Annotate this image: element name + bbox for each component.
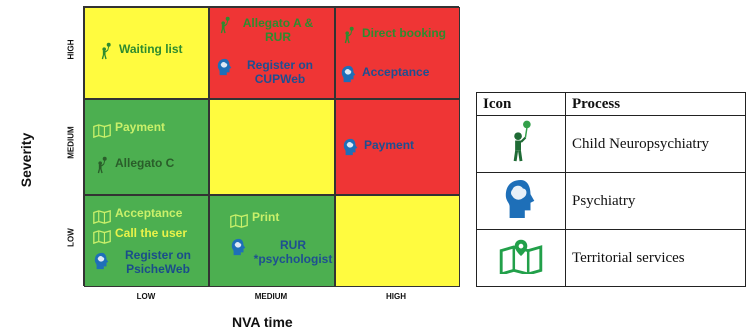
child-figure-icon bbox=[344, 26, 354, 44]
cell-item-label: Register on CUPWeb bbox=[246, 58, 313, 86]
cell-item-label: Acceptance bbox=[115, 206, 183, 220]
brain-head-icon bbox=[505, 179, 535, 218]
cell-high-severity-low-nva: Waiting list bbox=[84, 7, 209, 99]
cell-item: Direct booking bbox=[340, 26, 446, 44]
cell-item: Waiting list bbox=[97, 42, 183, 60]
cell-item-label: Payment bbox=[115, 120, 166, 134]
cell-medium-severity-medium-nva bbox=[209, 99, 335, 195]
cell-item: Register on PsicheWeb bbox=[93, 248, 201, 276]
child-figure-icon bbox=[101, 42, 111, 60]
y-tick-high: HIGH bbox=[66, 39, 76, 60]
cell-high-severity-medium-nva: Allegato A & RUR Register on CUPWeb bbox=[209, 7, 335, 99]
legend-icon-cell bbox=[476, 229, 566, 287]
child-figure-icon bbox=[220, 16, 230, 34]
cell-item-label: Allegato A & RUR bbox=[242, 16, 314, 44]
x-axis-title: NVA time bbox=[232, 314, 293, 330]
legend-process-label: Territorial services bbox=[565, 229, 746, 287]
cell-item-label: Acceptance bbox=[362, 65, 430, 79]
cell-low-severity-medium-nva: Print RUR *psychologist bbox=[209, 195, 335, 287]
y-tick-low: LOW bbox=[66, 228, 76, 247]
cell-item-label: Waiting list bbox=[119, 42, 183, 56]
cell-item: Print bbox=[230, 210, 279, 228]
legend-process-label: Psychiatry bbox=[565, 172, 746, 230]
map-pin-icon bbox=[93, 124, 111, 138]
y-axis-title: Severity bbox=[18, 132, 34, 188]
cell-medium-severity-high-nva: Payment bbox=[335, 99, 460, 195]
brain-head-icon bbox=[231, 238, 246, 256]
brain-head-icon bbox=[343, 138, 358, 156]
cell-item: Allegato C bbox=[93, 156, 174, 174]
map-pin-icon bbox=[93, 210, 111, 224]
severity-nva-matrix: Waiting list Allegato A & RUR Register o… bbox=[83, 6, 460, 287]
child-figure-icon bbox=[513, 120, 531, 161]
brain-head-icon bbox=[94, 252, 109, 270]
cell-item: Acceptance bbox=[93, 206, 182, 224]
legend-row: Child Neuropsychiatry bbox=[476, 115, 746, 173]
map-pin-icon bbox=[230, 214, 248, 228]
brain-head-icon bbox=[217, 58, 232, 76]
cell-item-label: Print bbox=[252, 210, 280, 224]
cell-item-label: Call the user bbox=[115, 226, 188, 240]
legend-header-icon: Icon bbox=[476, 92, 566, 116]
y-tick-medium: MEDIUM bbox=[66, 126, 76, 159]
legend-table: Icon Process Child Neuropsychiatry Psych… bbox=[476, 92, 746, 287]
x-tick-medium: MEDIUM bbox=[254, 292, 288, 301]
legend-process-label: Child Neuropsychiatry bbox=[565, 115, 746, 173]
cell-medium-severity-low-nva: Payment Allegato C bbox=[84, 99, 209, 195]
map-pin-icon bbox=[499, 239, 543, 276]
cell-item-label: RUR *psychologist bbox=[253, 238, 333, 266]
cell-item: Acceptance bbox=[340, 65, 429, 83]
cell-high-severity-high-nva: Direct booking Acceptance bbox=[335, 7, 460, 99]
legend-row: Territorial services bbox=[476, 229, 746, 287]
cell-low-severity-high-nva bbox=[335, 195, 460, 287]
cell-item: RUR *psychologist bbox=[230, 238, 334, 266]
cell-item: Register on CUPWeb bbox=[216, 58, 328, 86]
map-pin-icon bbox=[93, 230, 111, 244]
cell-item: Payment bbox=[93, 120, 165, 138]
cell-item-label: Register on PsicheWeb bbox=[124, 248, 191, 276]
legend-row: Psychiatry bbox=[476, 172, 746, 230]
x-tick-low: LOW bbox=[136, 292, 156, 301]
cell-item-label: Allegato C bbox=[115, 156, 175, 170]
x-tick-high: HIGH bbox=[386, 292, 406, 301]
cell-item-label: Payment bbox=[364, 138, 415, 152]
cell-item: Call the user bbox=[93, 226, 187, 244]
cell-item-label: Direct booking bbox=[362, 26, 447, 40]
legend-header-process: Process bbox=[565, 92, 746, 116]
brain-head-icon bbox=[341, 65, 356, 83]
legend-icon-cell bbox=[476, 172, 566, 230]
cell-item: Payment bbox=[342, 138, 414, 156]
legend-icon-cell bbox=[476, 115, 566, 173]
cell-low-severity-low-nva: Acceptance Call the user Register on Psi… bbox=[84, 195, 209, 287]
legend-header-row: Icon Process bbox=[476, 92, 746, 116]
cell-item: Allegato A & RUR bbox=[216, 16, 328, 44]
child-figure-icon bbox=[97, 156, 107, 174]
